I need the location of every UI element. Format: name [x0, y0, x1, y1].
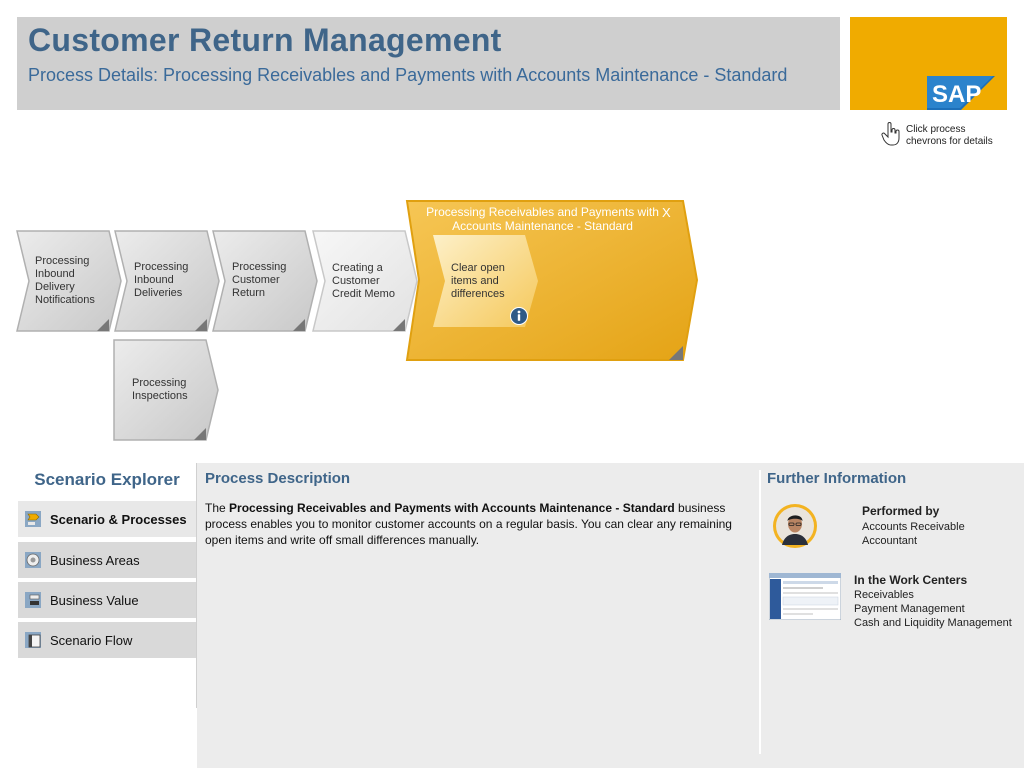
hint-text: Click process chevrons for details — [906, 124, 993, 147]
explorer-item-business-value[interactable]: Business Value — [18, 582, 196, 619]
description-process-name: Processing Receivables and Payments with… — [229, 501, 675, 515]
performed-by-title: Performed by — [862, 504, 940, 518]
close-icon[interactable]: X — [662, 205, 671, 220]
work-center-thumbnail[interactable] — [769, 573, 841, 620]
sap-logo-box: SAP — [850, 17, 1007, 110]
hand-pointer-icon — [881, 122, 900, 146]
work-center-item: Cash and Liquidity Management — [854, 617, 1012, 629]
sap-logo-text: SAP — [932, 81, 981, 108]
further-information-title: Further Information — [767, 470, 907, 487]
sap-logo: SAP — [927, 76, 995, 110]
explorer-item-label: Scenario Flow — [50, 633, 133, 648]
divider — [196, 463, 197, 708]
info-icon[interactable] — [510, 307, 528, 325]
performed-by-role: Accounts Receivable Accountant — [862, 521, 965, 547]
explorer-item-business-areas[interactable]: Business Areas — [18, 542, 196, 579]
chevron-label: Processing Customer Return — [232, 261, 287, 299]
process-description-text: The Processing Receivables and Payments … — [205, 500, 753, 548]
business-value-icon — [25, 592, 41, 608]
scenario-flow-icon — [25, 632, 41, 648]
chevron-label: Creating a Customer Credit Memo — [332, 262, 395, 300]
explorer-item-label: Business Areas — [50, 553, 140, 568]
chevron-label: Processing Inbound Delivery Notification… — [35, 255, 95, 306]
explorer-item-scenario-flow[interactable]: Scenario Flow — [18, 622, 196, 659]
page-title: Customer Return Management — [28, 22, 502, 58]
avatar — [773, 504, 817, 548]
process-description-title: Process Description — [205, 470, 351, 487]
description-body: business process enables you to monitor … — [205, 501, 732, 547]
chevron-label: Processing Inspections — [132, 377, 188, 402]
explorer-item-label: Scenario & Processes — [50, 512, 187, 527]
description-prefix: The — [205, 501, 230, 515]
page-subtitle: Process Details: Processing Receivables … — [28, 65, 788, 85]
work-centers-title: In the Work Centers — [854, 573, 968, 587]
divider — [759, 470, 761, 754]
step-clear-open-items[interactable]: Clear open items and differences — [451, 262, 505, 300]
scenario-processes-icon — [25, 511, 41, 527]
work-center-item: Payment Management — [854, 603, 965, 615]
expanded-panel-title: Processing Receivables and Payments with… — [426, 205, 659, 233]
business-areas-icon — [25, 552, 41, 568]
header-banner: Customer Return Management Process Detai… — [17, 17, 840, 110]
work-center-item: Receivables — [854, 589, 914, 601]
explorer-item-label: Business Value — [50, 593, 139, 608]
details-area — [197, 463, 1024, 768]
chevron-label: Processing Inbound Deliveries — [134, 261, 189, 299]
scenario-explorer-title: Scenario Explorer — [34, 470, 180, 489]
explorer-item-scenario-processes[interactable]: Scenario & Processes — [18, 501, 196, 538]
